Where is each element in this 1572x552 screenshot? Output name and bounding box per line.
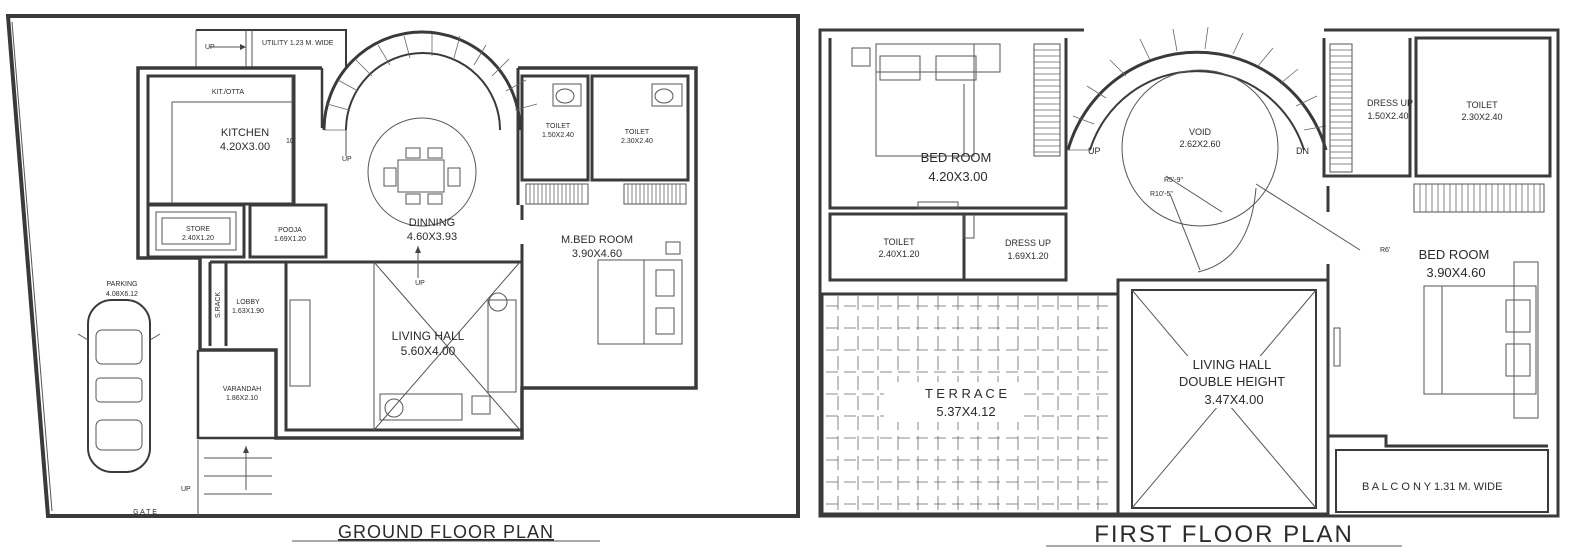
void-name: VOID (1189, 127, 1212, 137)
living-hall-size: 5.60X4.00 (401, 344, 456, 358)
gate-label: G A T E (133, 509, 157, 516)
varandah-size: 1.86X2.10 (226, 395, 258, 402)
kitchen-size: 4.20X3.00 (220, 141, 270, 153)
master-bedroom-name: M.BED ROOM (561, 234, 633, 246)
first-toilet-2-name: TOILET (1466, 100, 1498, 110)
toilet-1-name: TOILET (546, 123, 571, 130)
radius-label-3: R6' (1380, 247, 1390, 254)
living-double-line-2: DOUBLE HEIGHT (1179, 374, 1285, 389)
up-label-utility: UP (205, 44, 215, 51)
store-name: STORE (186, 226, 210, 233)
up-label-living: UP (415, 280, 425, 287)
ground-floor-spiral-staircase (322, 30, 538, 227)
store-size: 2.40X1.20 (182, 235, 214, 242)
ground-floor-site-boundary (5, 14, 800, 518)
terrace-size: 5.37X4.12 (936, 404, 995, 419)
first-floor-title: FIRST FLOOR PLAN (1094, 521, 1354, 548)
first-floor-plan: BED ROOM 4.20X3.00 TOILET 2.40X1.20 DRES… (818, 26, 1560, 548)
up-label-stair: UP (342, 156, 352, 163)
dress-up-1-size: 1.69X1.20 (1007, 251, 1048, 261)
dress-up-2-name: DRESS UP (1367, 98, 1413, 108)
ground-floor-plan: UTILITY 1.23 M. WIDE UP KIT./OTTA KITCHE… (5, 14, 800, 542)
radius-label-2: R10'-5" (1150, 191, 1173, 198)
bedroom-2-name: BED ROOM (1419, 247, 1490, 262)
void-size: 2.62X2.60 (1179, 139, 1220, 149)
living-double-size: 3.47X4.00 (1204, 392, 1263, 407)
utility-label: UTILITY 1.23 M. WIDE (262, 40, 334, 47)
parking-name: PARKING (107, 281, 138, 288)
living-hall-name: LIVING HALL (392, 329, 465, 343)
living-double-line-1: LIVING HALL (1193, 357, 1272, 372)
dress-up-2-size: 1.50X2.40 (1367, 111, 1408, 121)
terrace-name: T E R R A C E (925, 386, 1007, 401)
master-bedroom-size: 3.90X4.60 (572, 248, 622, 260)
first-toilet-2-size: 2.30X2.40 (1461, 112, 1502, 122)
up-label-first: UP (1088, 146, 1101, 156)
bedroom-2-size: 3.90X4.60 (1426, 265, 1485, 280)
lobby-size: 1.63X1.90 (232, 308, 264, 315)
toilet-2-name: TOILET (625, 129, 650, 136)
first-toilet-name: TOILET (883, 237, 915, 247)
kitchen-name: KITCHEN (221, 127, 269, 139)
kit-otta-label: KIT./OTTA (212, 89, 244, 96)
bedroom-1-size: 4.20X3.00 (928, 169, 987, 184)
pooja-size: 1.69X1.20 (274, 236, 306, 243)
dinning-name: DINNING (409, 217, 455, 229)
first-toilet-size: 2.40X1.20 (878, 249, 919, 259)
parking-size: 4.08X6.12 (106, 291, 138, 298)
toilet-2-size: 2.30X2.40 (621, 138, 653, 145)
s-rack-label: S.RACK (215, 292, 222, 318)
toilet-1-size: 1.50X2.40 (542, 132, 574, 139)
dress-up-1-name: DRESS UP (1005, 238, 1051, 248)
car-icon (77, 299, 161, 473)
up-label-entry: UP (181, 486, 191, 493)
radius-label-1: R5'-9" (1164, 177, 1184, 184)
dn-label-first: DN (1296, 146, 1309, 156)
ground-floor-outer-wall (136, 66, 698, 440)
kitchen-dimension: 10' (286, 138, 295, 145)
pooja-name: POOJA (278, 227, 302, 234)
bedroom-1-name: BED ROOM (921, 150, 992, 165)
first-floor-outer-wall (818, 28, 1560, 518)
dinning-size: 4.60X3.93 (407, 231, 457, 243)
varandah-name: VARANDAH (223, 386, 261, 393)
ground-floor-title: GROUND FLOOR PLAN (338, 522, 554, 542)
first-floor-spiral-staircase (1066, 26, 1361, 273)
balcony-label: B A L C O N Y 1.31 M. WIDE (1362, 481, 1502, 493)
lobby-name: LOBBY (236, 299, 260, 306)
